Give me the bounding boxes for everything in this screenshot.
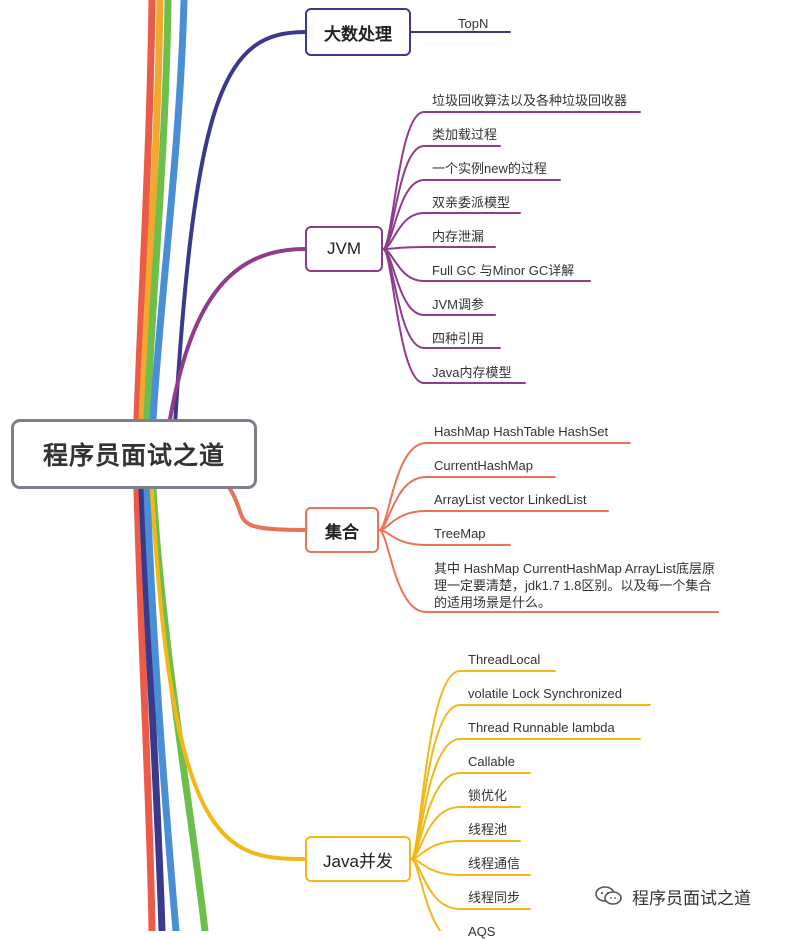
leaf-jvm-5[interactable]: Full GC 与Minor GC详解 [432,263,575,278]
leaf-connector-collection-0 [378,442,631,531]
leaf-jvm-3[interactable]: 双亲委派模型 [432,195,511,210]
leaf-collection-4[interactable]: 其中 HashMap CurrentHashMap ArrayList底层原理一… [434,561,716,610]
leaf-connector-concurrency-4 [410,806,521,860]
trunk-lines [133,0,209,931]
leaf-concurrency-6[interactable]: 线程通信 [468,856,521,871]
watermark-text: 程序员面试之道 [632,888,751,908]
leaf-concurrency-8[interactable]: AQS [468,924,496,939]
leaf-concurrency-5[interactable]: 线程池 [468,822,508,837]
leaf-connector-jvm-4 [382,246,496,250]
leaf-connector-jvm-8 [382,248,526,384]
branch-connectors [150,30,719,931]
wechat-icon [595,886,622,905]
leaf-connector-concurrency-8 [410,858,442,931]
connector-concurrency [150,487,307,861]
root-node[interactable]: 程序员面试之道 [11,419,257,489]
leaf-connector-collection-1 [378,476,556,531]
leaf-jvm-6[interactable]: JVM调参 [432,297,485,312]
leaf-bigdata-0[interactable]: TopN [458,16,489,31]
leaf-concurrency-3[interactable]: Callable [468,754,515,769]
leaf-collection-3[interactable]: TreeMap [434,526,486,541]
leaf-collection-0[interactable]: HashMap HashTable HashSet [434,424,609,439]
leaf-jvm-1[interactable]: 类加载过程 [432,127,498,142]
leaf-connector-collection-4 [378,529,719,613]
leaf-connector-concurrency-5 [410,840,521,860]
branch-node-collection[interactable]: 集合 [305,507,379,553]
branch-node-bigdata[interactable]: 大数处理 [305,8,411,56]
watermark: 程序员面试之道 [594,884,751,908]
leaf-concurrency-0[interactable]: ThreadLocal [468,652,541,667]
leaf-jvm-4[interactable]: 内存泄漏 [432,229,485,244]
leaf-jvm-2[interactable]: 一个实例new的过程 [432,161,547,176]
leaf-jvm-8[interactable]: Java内存模型 [432,365,512,380]
leaf-concurrency-7[interactable]: 线程同步 [468,890,521,905]
leaf-connector-collection-3 [378,529,511,546]
leaf-concurrency-2[interactable]: Thread Runnable lambda [468,720,615,735]
leaf-collection-2[interactable]: ArrayList vector LinkedList [434,492,587,507]
connector-collection [228,487,307,532]
connector-jvm [168,247,307,421]
branch-node-concurrency[interactable]: Java并发 [305,836,411,882]
leaf-concurrency-1[interactable]: volatile Lock Synchronized [468,686,622,701]
leaf-jvm-0[interactable]: 垃圾回收算法以及各种垃圾回收器 [432,93,628,108]
leaf-collection-1[interactable]: CurrentHashMap [434,458,533,473]
branch-node-jvm[interactable]: JVM [305,226,383,272]
connector-bigdata [173,30,307,427]
leaf-connector-collection-2 [378,510,609,531]
leaf-concurrency-4[interactable]: 锁优化 [468,788,508,803]
leaf-connector-concurrency-2 [410,738,641,860]
leaf-connector-jvm-3 [382,212,521,250]
leaf-jvm-7[interactable]: 四种引用 [432,331,485,346]
